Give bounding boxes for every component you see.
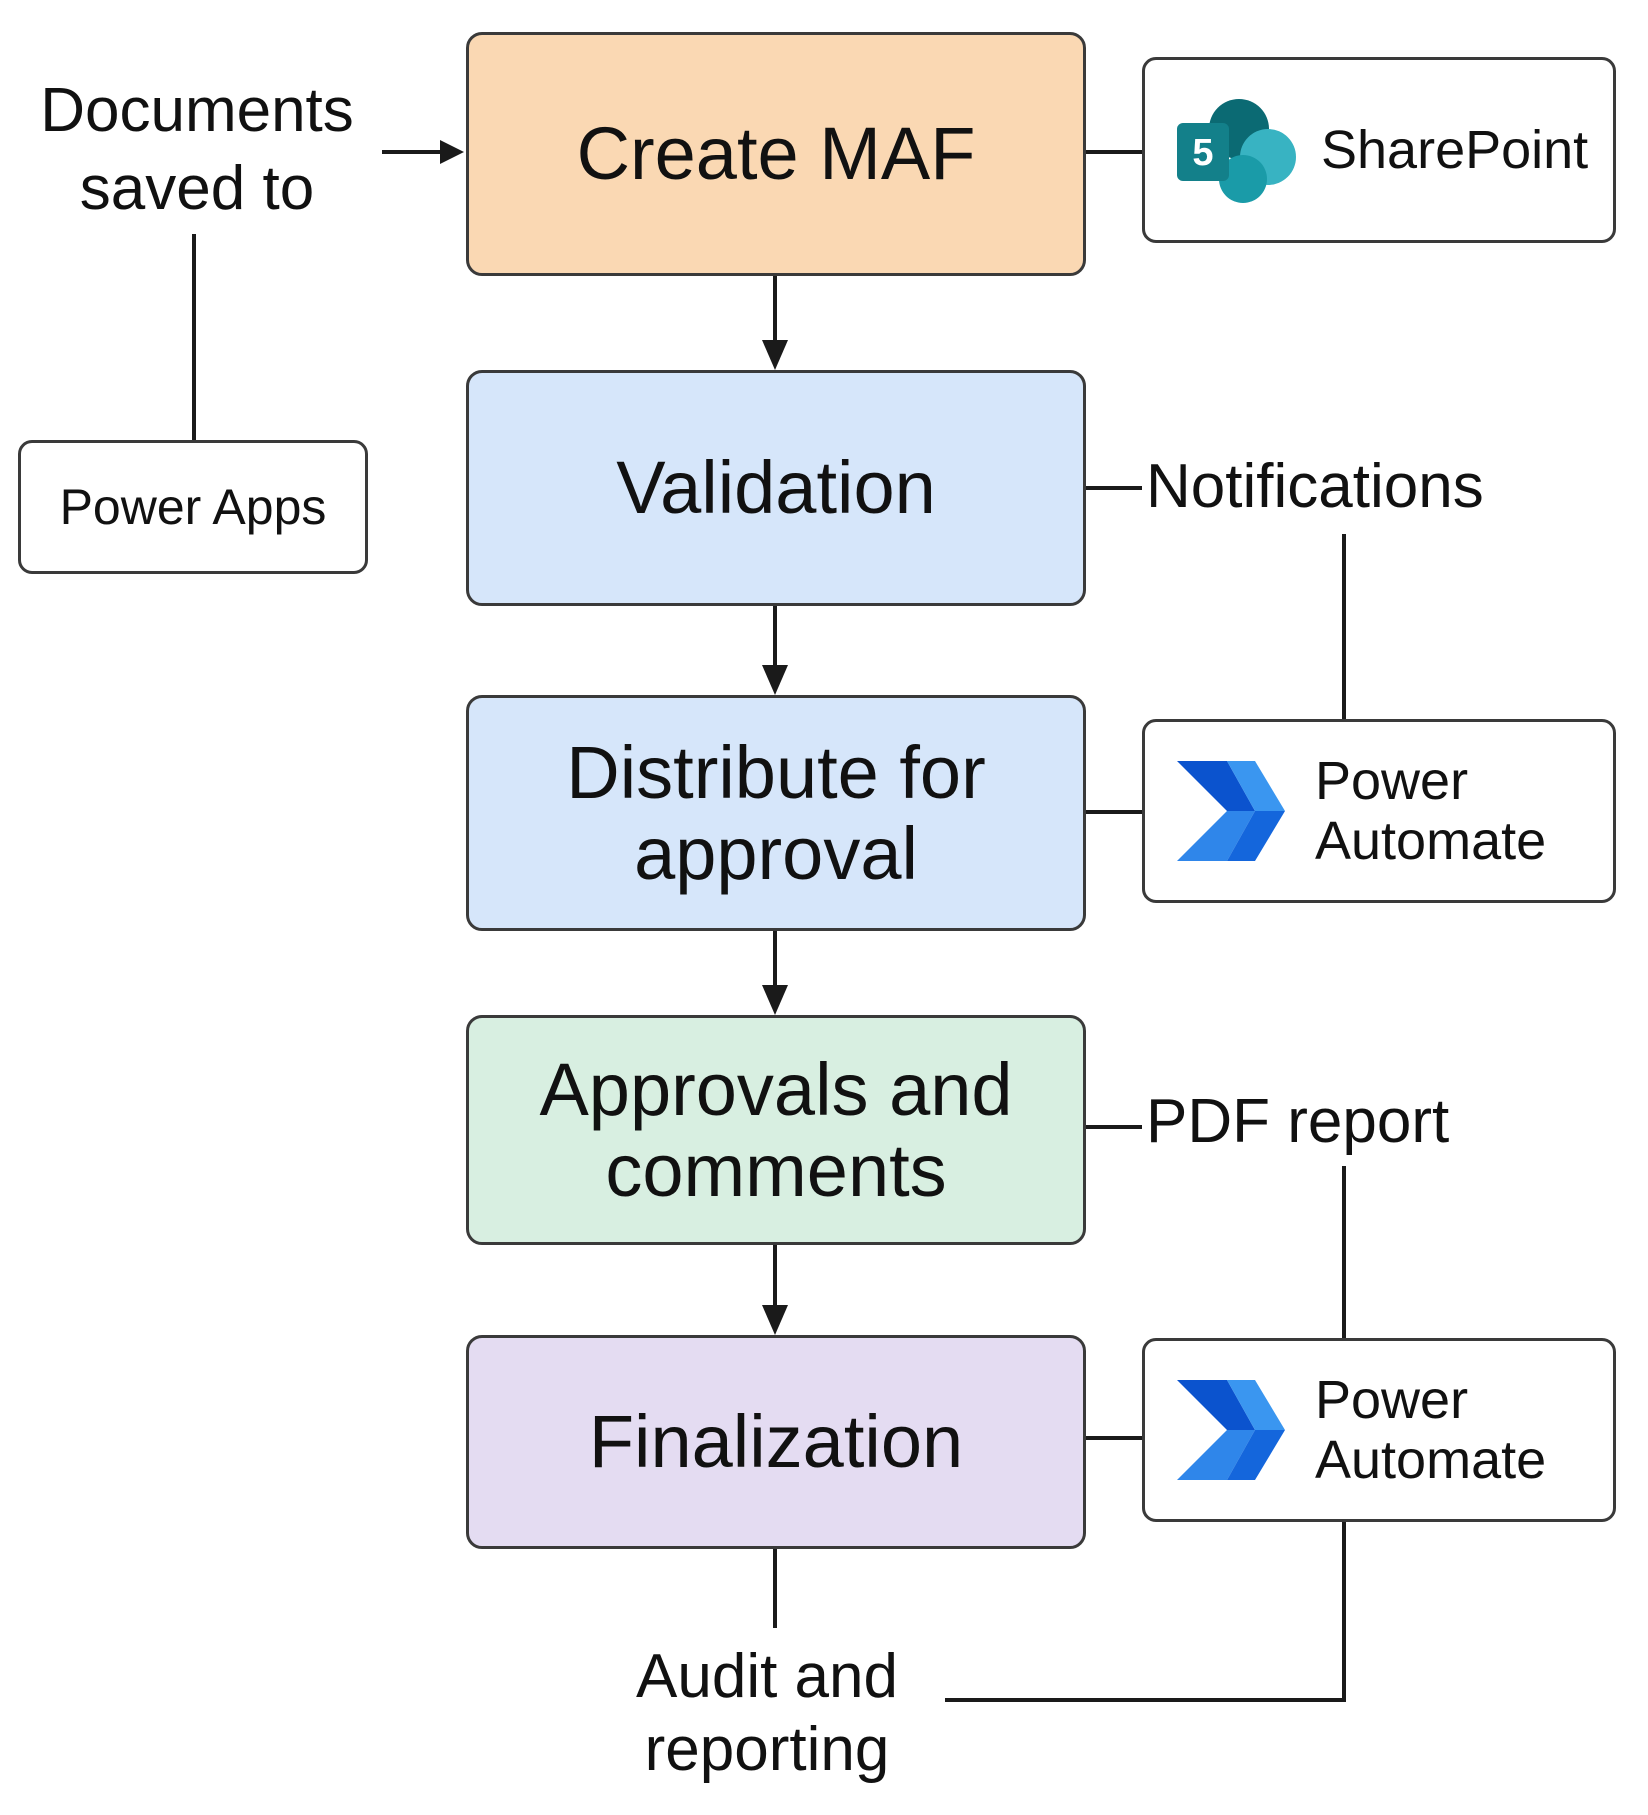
arrowhead-validation-distribute — [762, 665, 788, 695]
step-create-label: Create MAF — [576, 112, 976, 196]
notifications-label: Notifications — [1146, 452, 1484, 521]
step-create-maf[interactable]: Create MAF — [466, 32, 1086, 276]
step-validation[interactable]: Validation — [466, 370, 1086, 606]
arrowhead-create-validation — [762, 340, 788, 370]
line-automate-audit — [945, 1522, 1346, 1702]
power-apps-label: Power Apps — [59, 479, 327, 535]
sharepoint-icon: 5 — [1177, 99, 1296, 203]
power-automate-label-line-2: Automate — [1315, 811, 1547, 871]
documents-saved-to-label: Documents saved to — [12, 72, 382, 227]
tool-power-automate-finalization[interactable]: Power Automate — [1142, 1338, 1616, 1522]
step-finalization[interactable]: Finalization — [466, 1335, 1086, 1549]
audit-label-line-2: reporting — [644, 1715, 890, 1785]
documents-label-line-2: saved to — [79, 153, 315, 223]
power-automate-label-line-2: Automate — [1315, 1430, 1547, 1490]
step-distribute-label-line-2: approval — [634, 812, 918, 895]
power-automate-label-line-1: Power — [1315, 1369, 1469, 1430]
tool-power-automate-distribute[interactable]: Power Automate — [1142, 719, 1616, 903]
step-approvals-and-comments[interactable]: Approvals and comments — [466, 1015, 1086, 1245]
step-finalization-label: Finalization — [588, 1400, 964, 1484]
arrowhead-docs — [440, 140, 464, 164]
tool-power-apps[interactable]: Power Apps — [18, 440, 368, 574]
power-automate-label-line-1: Power — [1315, 750, 1469, 811]
step-distribute-for-approval[interactable]: Distribute for approval — [466, 695, 1086, 931]
documents-label-line-1: Documents — [40, 76, 354, 145]
audit-and-reporting-label: Audit and reporting — [612, 1640, 922, 1786]
tool-sharepoint[interactable]: 5 SharePoint — [1142, 57, 1616, 243]
power-automate-icon — [1177, 761, 1285, 861]
arrowhead-distribute-approvals — [762, 985, 788, 1015]
sharepoint-icon-badge: 5 — [1192, 132, 1213, 174]
audit-label-line-1: Audit and — [636, 1642, 898, 1711]
pdf-report-label: PDF report — [1146, 1087, 1450, 1156]
step-validation-label: Validation — [616, 446, 936, 530]
step-distribute-label-line-1: Distribute for — [566, 730, 986, 814]
sharepoint-label: SharePoint — [1321, 120, 1589, 180]
arrowhead-approvals-final — [762, 1305, 788, 1335]
power-automate-icon — [1177, 1380, 1285, 1480]
step-approvals-label-line-2: comments — [605, 1129, 947, 1212]
step-approvals-label-line-1: Approvals and — [539, 1047, 1013, 1131]
